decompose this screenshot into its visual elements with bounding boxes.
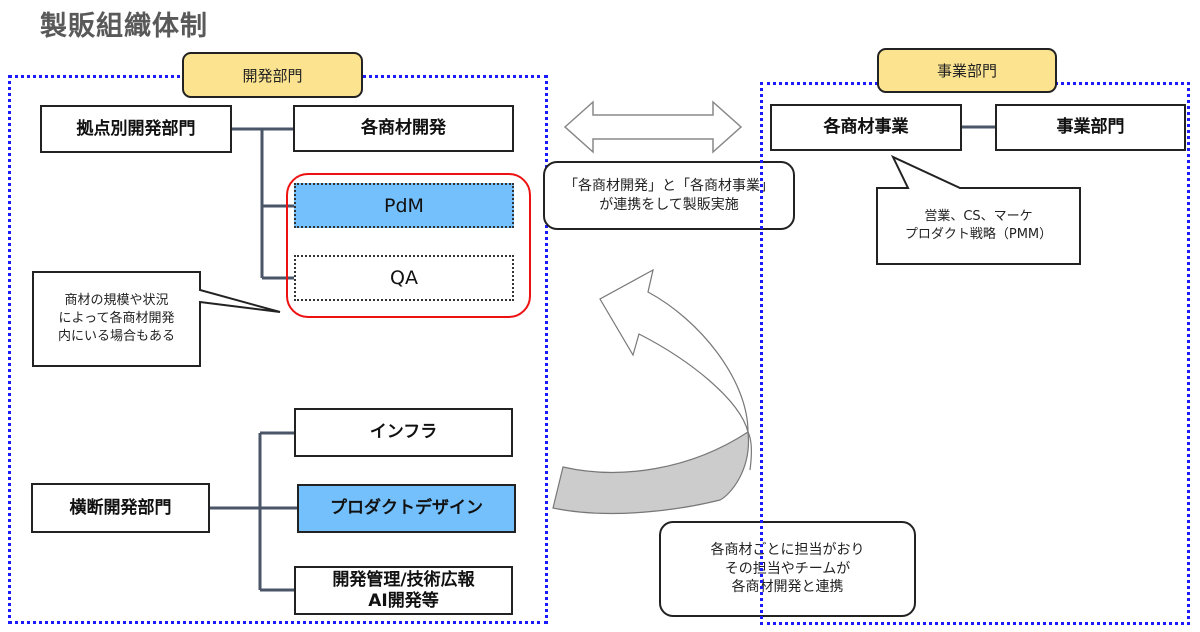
dev-division-tag: 開発部門 bbox=[182, 52, 363, 98]
site-dept-box: 拠点別開発部門 bbox=[40, 105, 232, 153]
product-design-box: プロダクトデザイン bbox=[297, 484, 516, 533]
business-division-panel bbox=[760, 82, 1190, 625]
qa-box: QA bbox=[294, 255, 514, 301]
curved-arrow-icon bbox=[552, 268, 752, 515]
infra-box: インフラ bbox=[294, 408, 513, 457]
cross-dept-box: 横断開発部門 bbox=[31, 483, 210, 533]
business-division-tag: 事業部門 bbox=[877, 48, 1057, 93]
double-arrow-icon bbox=[563, 100, 743, 154]
site-callout-shape bbox=[32, 271, 281, 367]
pdm-box: PdM bbox=[294, 183, 514, 228]
product-business-box: 各商材事業 bbox=[770, 104, 962, 151]
dev-admin-box: 開発管理/技術広報 AI開発等 bbox=[294, 566, 513, 615]
product-dev-box: 各商材開発 bbox=[293, 105, 514, 152]
collab-note: 「各商材開発」と「各商材事業」 が連携をして製販実施 bbox=[543, 161, 795, 230]
pdm-qa-frame bbox=[286, 173, 531, 318]
business-dept-box: 事業部門 bbox=[995, 104, 1186, 151]
business-callout-shape bbox=[876, 154, 1081, 265]
business-callout-text: 営業、CS、マーケ プロダクト戦略（PMM） bbox=[904, 208, 1053, 242]
site-callout-text: 商材の規模や状況 によって各商材開発 内にいる場合もある bbox=[57, 292, 175, 345]
page-title: 製販組織体制 bbox=[40, 11, 208, 42]
bottom-note: 各商材ごとに担当がおり その担当やチームが 各商材開発と連携 bbox=[659, 521, 916, 617]
